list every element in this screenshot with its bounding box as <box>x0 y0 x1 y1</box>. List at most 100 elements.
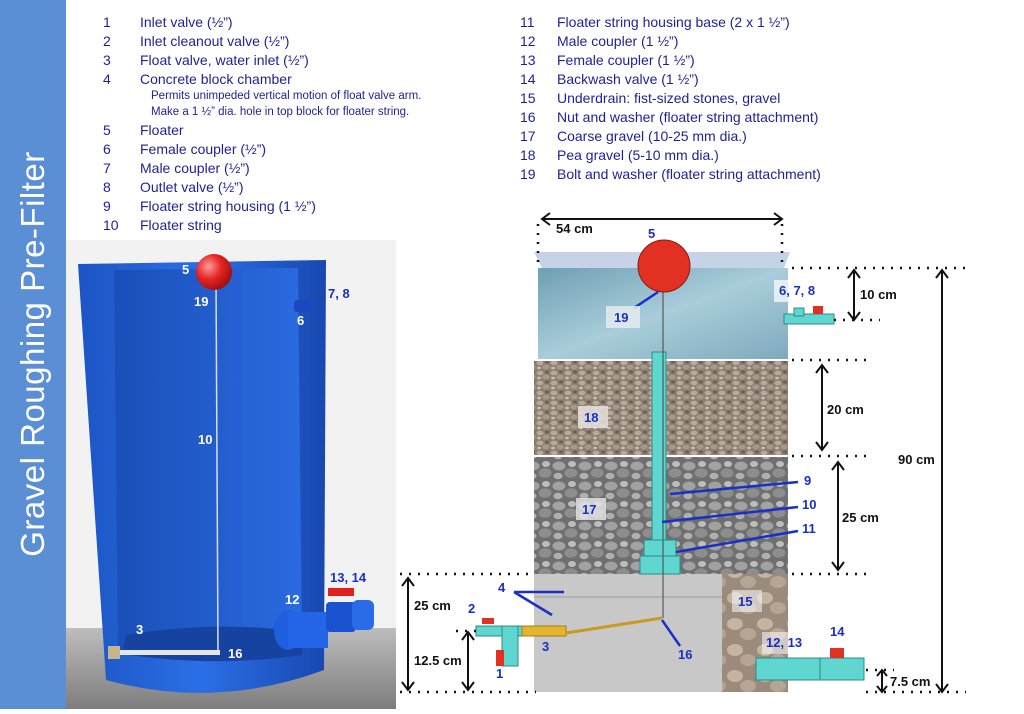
legend-text: Male coupler (½”) <box>140 160 250 176</box>
floater-ball <box>637 239 691 293</box>
label-housing: 9 <box>804 473 811 488</box>
legend-number: 14 <box>520 71 536 87</box>
legend-text: Permits unimpeded vertical motion of flo… <box>151 90 422 102</box>
legend-text: Floater <box>140 122 184 138</box>
legend-text: Inlet cleanout valve (½”) <box>140 33 290 49</box>
legend-number: 15 <box>520 90 536 106</box>
label-backwash: 14 <box>830 624 845 639</box>
legend-text: Float valve, water inlet (½”) <box>140 52 309 68</box>
legend-text: Pea gravel (5-10 mm dia.) <box>557 147 719 163</box>
pointer-19 <box>633 290 659 310</box>
legend-item: 15 Underdrain: fist-sized stones, gravel <box>520 89 940 108</box>
legend-number: 1 <box>103 14 111 30</box>
label-male-coupler: 12 <box>285 592 299 607</box>
legend-item: 12 Male coupler (1 ½”) <box>520 32 940 51</box>
label-underdrain: 15 <box>738 594 752 609</box>
legend-item: 19 Bolt and washer (floater string attach… <box>520 165 940 184</box>
legend-number: 19 <box>520 166 536 182</box>
page-title: Gravel Roughing Pre-Filter <box>14 151 51 557</box>
backwash-valve-handle <box>830 648 844 658</box>
outlet-riser <box>793 307 805 317</box>
legend-text: Floater string <box>140 217 222 233</box>
legend-text: Male coupler (1 ½”) <box>557 33 679 49</box>
legend-number: 3 <box>103 52 111 68</box>
legend-item: 1 Inlet valve (½”) <box>103 13 483 32</box>
inlet-pipe <box>118 650 220 655</box>
label-backwash: 13, 14 <box>330 570 367 585</box>
tank-interior <box>114 268 302 660</box>
legend-text: Coarse gravel (10-25 mm dia.) <box>557 128 747 144</box>
legend-number: 8 <box>103 179 111 195</box>
label-bg-couplers <box>762 632 810 654</box>
legend-number: 5 <box>103 122 111 138</box>
outlet-valve-handle <box>813 306 823 314</box>
label-string: 10 <box>802 497 816 512</box>
legend-item: 5 Floater <box>103 121 483 140</box>
cleanout-valve-handle <box>482 618 494 624</box>
pointer-11 <box>675 529 799 554</box>
legend-number: 4 <box>103 71 111 87</box>
legend-number: 12 <box>520 33 536 49</box>
label-floater: 5 <box>182 262 189 277</box>
dimension-lines <box>401 212 949 694</box>
label-couplers: 12, 13 <box>766 635 802 650</box>
legend-text: Female coupler (½”) <box>140 141 267 157</box>
valve-handle <box>328 588 354 596</box>
legend-text: Backwash valve (1 ½”) <box>557 71 699 87</box>
cross-section-svg: 5 19 6, 7, 8 18 17 9 10 11 4 2 3 1 16 15… <box>400 212 966 694</box>
coupler-body <box>288 612 328 648</box>
label-float-valve: 3 <box>542 639 549 654</box>
backwash-pipe <box>755 657 865 681</box>
legend-number: 17 <box>520 128 536 144</box>
legend-text: Outlet valve (½”) <box>140 179 244 195</box>
legend-text: Floater string housing base (2 x 1 ½”) <box>557 14 790 30</box>
floater-ball <box>196 254 232 290</box>
dim-total: 90 cm <box>898 452 935 467</box>
label-outlet: 7, 8 <box>328 286 350 301</box>
outlet-coupler <box>294 300 312 312</box>
backwash-valve <box>326 602 356 632</box>
label-float-valve: 3 <box>136 622 143 637</box>
legend-text: Floater string housing (1 ½”) <box>140 198 316 214</box>
legend-item: Permits unimpeded vertical motion of flo… <box>103 89 483 105</box>
legend-text: Nut and washer (floater string attachmen… <box>557 109 819 125</box>
legend-item: Make a 1 ½” dia. hole in top block for f… <box>103 105 483 121</box>
sidebar-banner: Gravel Roughing Pre-Filter <box>0 0 66 709</box>
dim-inlet-height: 12.5 cm <box>414 653 462 668</box>
float-valve <box>521 625 567 637</box>
label-bolt: 19 <box>614 310 628 325</box>
cross-section-diagram: 5 19 6, 7, 8 18 17 9 10 11 4 2 3 1 16 15… <box>396 200 1024 709</box>
outlet-pipe <box>783 313 835 325</box>
pointer-10 <box>661 505 799 524</box>
label-outlet: 6, 7, 8 <box>779 283 815 298</box>
label-floater: 5 <box>648 226 655 241</box>
legend-text: Female coupler (1 ½”) <box>557 52 695 68</box>
legend-number: 7 <box>103 160 111 176</box>
label-cleanout: 2 <box>468 601 475 616</box>
dim-backwash-height: 7.5 cm <box>890 674 930 689</box>
legend-text: Inlet valve (½”) <box>140 14 233 30</box>
dotted-guides <box>400 224 966 694</box>
pointer-9 <box>669 480 799 496</box>
legend-text: Make a 1 ½” dia. hole in top block for f… <box>151 106 410 118</box>
legend-item: 3 Float valve, water inlet (½”) <box>103 51 483 70</box>
housing-base-lower <box>639 555 681 575</box>
label-coarse-gravel: 17 <box>582 502 596 517</box>
float-valve <box>108 646 120 659</box>
label-bg-15 <box>732 590 762 612</box>
legend-text: Underdrain: fist-sized stones, gravel <box>557 90 781 106</box>
inlet-cleanout-pipe <box>501 625 519 667</box>
dim-chamber: 25 cm <box>414 598 451 613</box>
legend-number: 16 <box>520 109 536 125</box>
legend-item: 14 Backwash valve (1 ½”) <box>520 70 940 89</box>
legend-text: Bolt and washer (floater string attachme… <box>557 166 821 182</box>
floater-string <box>215 277 219 653</box>
label-female-coupler: 6 <box>297 313 304 328</box>
label-chamber: 4 <box>498 580 506 595</box>
legend-number: 10 <box>103 217 119 233</box>
